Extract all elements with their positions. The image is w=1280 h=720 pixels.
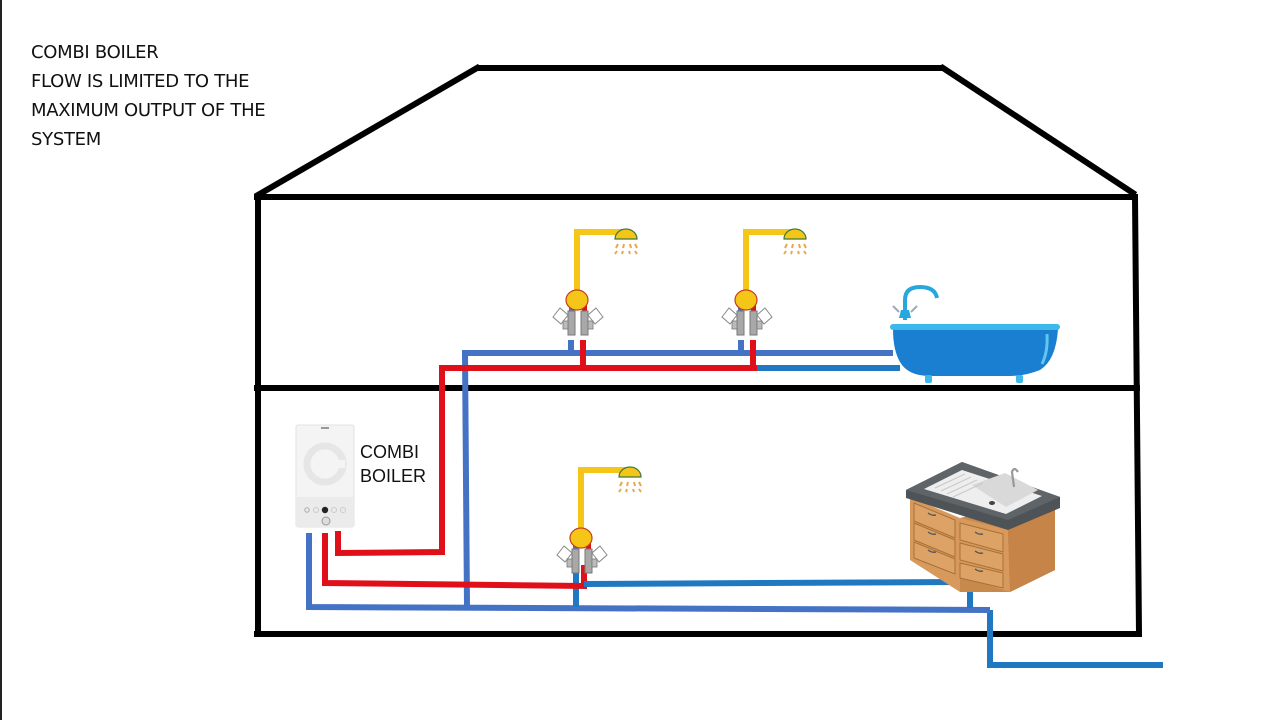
roof-left-slope	[253, 63, 482, 200]
roof-right-slope	[938, 63, 1138, 198]
left-edge-border	[0, 0, 2, 720]
ground-shower	[557, 467, 641, 573]
hot-ground-pipe	[322, 533, 587, 590]
cold-riser-pipe	[461, 350, 893, 608]
caption-line-2: FLOW IS LIMITED TO THE	[31, 71, 250, 92]
caption-line-4: SYSTEM	[31, 129, 101, 150]
diagram-caption: COMBI BOILER FLOW IS LIMITED TO THE MAXI…	[31, 38, 266, 154]
boiler-label-line-2: BOILER	[360, 466, 426, 486]
boiler-label-line-1: COMBI	[360, 442, 419, 462]
kitchen-sink-icon	[906, 462, 1060, 592]
caption-line-1: COMBI BOILER	[31, 42, 159, 63]
right-wall	[1131, 193, 1143, 638]
caption-line-3: MAXIMUM OUTPUT OF THE	[31, 100, 266, 121]
upper-shower-2	[722, 229, 806, 335]
upper-shower-1	[553, 229, 637, 335]
hot-sink-pipe	[583, 573, 960, 587]
cold-main-pipe	[306, 533, 991, 613]
bath-icon	[890, 284, 1060, 383]
mains-cold-inlet-pipe	[987, 610, 1163, 668]
combi-boiler-icon	[295, 424, 355, 528]
hot-riser-pipe	[335, 365, 757, 557]
